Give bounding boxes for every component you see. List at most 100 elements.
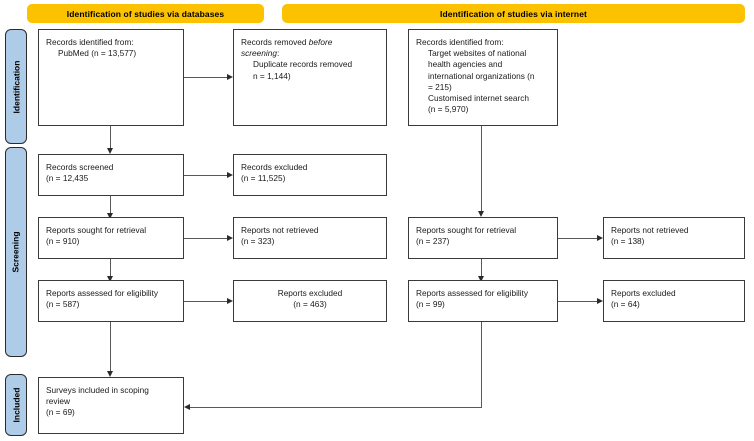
arrowhead-db-sought-to-assessed [107,276,113,282]
box-line: health agencies and [416,59,550,70]
box-line-text: Records excluded [241,162,308,172]
box-line-text: Reports not retrieved [241,225,319,235]
box-line: Reports excluded [241,288,379,299]
box-records-excluded: Records excluded(n = 11,525) [233,154,387,196]
box-line-text: (n = 12,435 [46,173,89,184]
box-line: Customised internet search [416,93,550,104]
connector-db-identified-to-removed [184,77,227,78]
connector-db-assessed-to-excluded [184,301,227,302]
arrowhead-screened-to-excluded [227,171,233,178]
box-reports-sought-internet: Reports sought for retrieval(n = 237) [408,217,558,259]
arrowhead-net-sought-to-assessed [478,276,484,282]
box-line-emphasis: before [308,37,333,47]
box-records-screened: Records screened(n = 12,435 [38,154,184,196]
box-line: Records screened [46,162,176,173]
arrowhead-net-sought-to-not-retrieved [597,234,603,241]
box-line-text: Reports assessed for eligibility [416,288,529,298]
box-line: (n = 5,970) [416,104,550,115]
box-line: Reports not retrieved [241,225,379,236]
box-reports-assessed-databases: Reports assessed for eligibility(n = 587… [38,280,184,322]
box-line-text: Reports sought for retrieval [46,225,147,235]
box-line: screening: [241,48,379,59]
arrowhead-screened-to-sought [107,213,113,219]
connector-net-assessed-elbow-vertical [481,322,482,408]
box-reports-sought-databases: Reports sought for retrieval(n = 910) [38,217,184,259]
connector-net-sought-to-not-retrieved [558,238,597,239]
box-line: Records identified from: [416,37,550,48]
box-line: (n = 69) [46,407,176,418]
box-line-text: Customised internet search [428,93,529,104]
box-line: PubMed (n = 13,577) [46,48,176,59]
box-line-text: health agencies and [428,59,503,70]
box-line: = 215) [416,82,550,93]
box-line-text: screening [241,48,277,59]
box-line-text: review [46,396,70,407]
arrowhead-db-identified-to-removed [227,73,233,80]
arrowhead-db-assessed-to-excluded [227,297,233,304]
box-reports-excluded-databases: Reports excluded(n = 463) [233,280,387,322]
box-reports-assessed-internet: Reports assessed for eligibility(n = 99) [408,280,558,322]
box-line: Records removed before [241,37,379,48]
connector-net-assessed-elbow-horizontal [189,407,481,408]
box-line-text: PubMed (n = 13,577) [58,48,137,59]
stage-label-included-text: Included [11,387,22,423]
arrowhead-db-sought-to-not-retrieved [227,234,233,241]
box-line-text: (n = 463) [293,299,327,310]
box-line: (n = 99) [416,299,550,310]
stage-label-included: Included [5,374,27,436]
box-line: Reports sought for retrieval [46,225,176,236]
box-line-text: Reports not retrieved [611,225,689,235]
arrowhead-db-identified-to-screened [107,148,113,154]
box-line-text: (n = 587) [46,299,80,310]
box-line-text: Reports assessed for eligibility [46,288,159,298]
box-line: Records identified from: [46,37,176,48]
box-line: (n = 64) [611,299,737,310]
box-records-identified-databases: Records identified from:PubMed (n = 13,5… [38,29,184,126]
connector-db-identified-to-screened [110,126,111,150]
box-line: Reports sought for retrieval [416,225,550,236]
header-internet: Identification of studies via internet [282,4,745,23]
connector-net-assessed-to-excluded [558,301,597,302]
connector-db-sought-to-not-retrieved [184,238,227,239]
box-line-text: = 215) [428,81,452,92]
stage-label-identification-text: Identification [11,60,22,113]
box-line-text: Reports sought for retrieval [416,225,517,235]
box-line-text: Records identified from: [416,37,504,47]
connector-net-sought-to-assessed [481,259,482,279]
box-line-suffix: : [276,48,280,59]
box-records-identified-internet: Records identified from:Target websites … [408,29,558,126]
box-line: (n = 237) [416,236,550,247]
arrowhead-net-assessed-to-included [184,403,190,410]
box-line: international organizations (n [416,71,550,82]
box-reports-excluded-internet: Reports excluded(n = 64) [603,280,745,322]
box-line-text: Reports excluded [277,288,343,298]
box-line: (n = 12,435 [46,173,176,184]
box-line: (n = 910) [46,236,176,247]
box-line-text: international organizations (n [428,70,535,81]
arrowhead-net-assessed-to-excluded [597,297,603,304]
box-line-text: Target websites of national [428,48,527,59]
box-line-text: Duplicate records removed [253,59,353,70]
box-line-text: (n = 69) [46,407,75,418]
box-line-text: (n = 5,970) [428,104,469,115]
box-line-text: (n = 237) [416,236,450,247]
connector-db-assessed-to-included [110,322,111,374]
box-line-text: Records identified from: [46,37,134,47]
connector-db-sought-to-assessed [110,259,111,279]
box-line-text: Records removed [241,37,309,47]
box-line-text: (n = 64) [611,299,640,310]
stage-label-identification: Identification [5,29,27,144]
box-line: (n = 587) [46,299,176,310]
box-line-text: n = 1,144) [253,70,291,81]
box-line-text: (n = 11,525) [241,173,286,184]
header-databases-label: Identification of studies via databases [66,8,225,19]
box-line: n = 1,144) [241,71,379,82]
arrowhead-db-assessed-to-included [107,371,113,377]
header-databases: Identification of studies via databases [27,4,264,23]
box-line-text: Records screened [46,162,114,172]
box-line: Duplicate records removed [241,59,379,70]
connector-screened-to-sought [110,196,111,216]
box-line: Reports not retrieved [611,225,737,236]
